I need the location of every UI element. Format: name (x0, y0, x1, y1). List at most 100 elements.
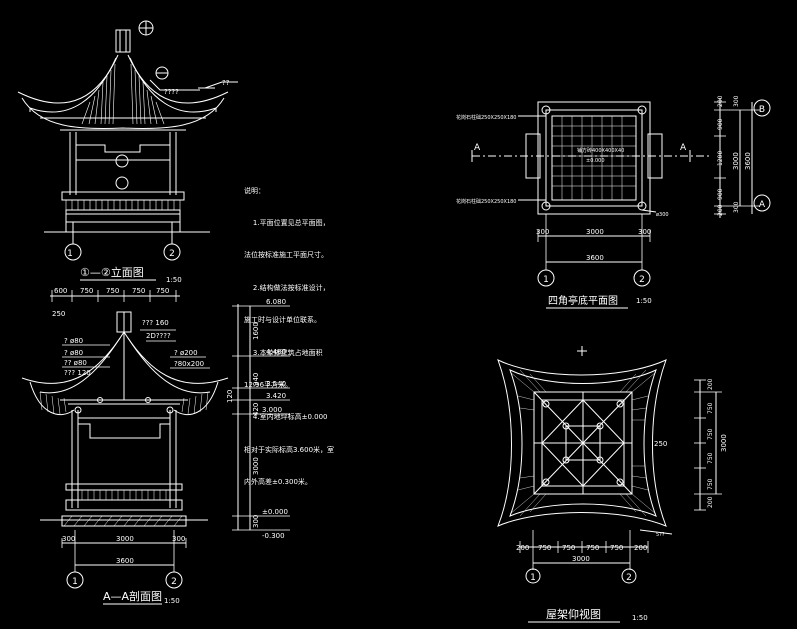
sec-dim-top-2: 750 (80, 287, 93, 295)
sec-callout-6: 2D???? (146, 332, 171, 340)
roof-axis-2: 2 (626, 573, 632, 583)
sec-callout-5: ??? 160 (142, 319, 169, 327)
sec-dim-bottom-4: 3600 (116, 557, 134, 565)
sec-level-7: -0.300 (262, 532, 285, 540)
note-line: 4.室内地坪标高±0.000 (244, 413, 328, 422)
elevation-drawing (17, 20, 238, 261)
sec-dim-top-3: 750 (106, 287, 119, 295)
sec-level-4: 3.420 (266, 392, 286, 400)
roof-dim-right-4: 750 (707, 452, 714, 464)
elev-axis-2: 2 (169, 249, 175, 259)
plan-dim-right-8: 3000 (732, 152, 740, 170)
roof-dim-bottom-3: 750 (562, 544, 575, 552)
sec-side-dim-4: 420 (252, 403, 260, 416)
roof-scale: 1:50 (632, 614, 648, 622)
note-line: 内外高差±0.300米。 (244, 478, 312, 487)
note-line: 2.结构做法按标准设计， (244, 283, 330, 292)
plan-dim-right-9: 3600 (744, 152, 752, 170)
note-line: 施工时与设计单位联系。 (244, 316, 321, 325)
plan-bottom-note: 花岗石柱础250X250X180 (456, 198, 516, 205)
plan-dim-right-5: 900 (717, 188, 724, 200)
elev-axis-1: 1 (67, 249, 73, 259)
roof-dim-right-2: 750 (707, 402, 714, 414)
sec-level-3: 3.540 (266, 380, 286, 388)
roof-dim-bottom-4: 750 (586, 544, 599, 552)
roof-dim-right-6: 200 (707, 496, 714, 508)
note-line: 1.平面位置见总平面图， (244, 218, 330, 227)
sec-level-5: 3.000 (262, 406, 282, 414)
plan-scale: 1:50 (636, 297, 652, 305)
roof-dim-bottom-5: 750 (610, 544, 623, 552)
sec-side-dim-5: 3000 (252, 457, 260, 475)
plan-drawing (471, 98, 771, 287)
note-line: 12.96平方米。 (244, 380, 293, 389)
note-line: 相对于实际标高3.600米，室 (244, 445, 335, 454)
sec-callout-8: ?80x200 (174, 360, 204, 368)
elev-callout-1: ???? (164, 88, 179, 96)
sec-dim-bottom-1: 300 (62, 535, 75, 543)
roof-center-note: 250 (654, 440, 667, 448)
roof-drawing (497, 346, 722, 584)
plan-dim-bottom-1: 300 (536, 228, 549, 236)
roof-dim-right-5: 750 (707, 478, 714, 490)
plan-dim-bottom-3: 300 (638, 228, 651, 236)
section-title: A—A剖面图 (103, 589, 162, 603)
sec-dim-left: 250 (52, 310, 65, 318)
sec-dim-top-1: 600 (54, 287, 67, 295)
sec-axis-2: 2 (171, 577, 177, 587)
note-line: 法位按标准施工平面尺寸。 (244, 251, 328, 260)
sec-callout-7: ? ø200 (174, 349, 198, 357)
sec-dim-bottom-2: 3000 (116, 535, 134, 543)
roof-dim-right-7: 3000 (720, 434, 728, 452)
section-scale: 1:50 (164, 597, 180, 605)
plan-floor-note: 铺方砖400X400X40 (577, 147, 624, 154)
note-line: 说明： (244, 186, 265, 195)
plan-dim-right-1: 200 (717, 95, 724, 107)
sec-callout-2: ? ø80 (64, 349, 83, 357)
roof-dim-bottom-1: 200 (516, 544, 529, 552)
plan-dim-right-7: 200 (717, 204, 724, 216)
design-notes: 说明： 1.平面位置见总平面图， 法位按标准施工平面尺寸。 2.结构做法按标准设… (244, 164, 334, 499)
sec-callout-3: ?? ø80 (64, 359, 87, 367)
sec-dim-top-4: 750 (132, 287, 145, 295)
sec-dim-top-5: 750 (156, 287, 169, 295)
roof-title: 屋架仰视图 (546, 607, 601, 621)
roof-dim-bottom-6: 200 (634, 544, 647, 552)
plan-cut-right: A (680, 143, 687, 153)
plan-corner-note: ø300 (656, 212, 669, 218)
sec-side-dim-6: 300 (252, 515, 260, 528)
sec-level-1: 6.080 (266, 298, 286, 306)
sec-side-dim-2: 940 (252, 373, 260, 386)
plan-axis-1: 1 (543, 275, 549, 285)
sec-axis-1: 1 (72, 577, 78, 587)
plan-title: 四角亭底平面图 (548, 294, 618, 307)
roof-side-note: 5?? (656, 532, 665, 538)
elev-callout-2: ?? (222, 79, 230, 87)
sec-callout-1: ? ø80 (64, 337, 83, 345)
roof-dim-bottom-2: 750 (538, 544, 551, 552)
roof-dim-bottom-7: 3000 (572, 555, 590, 563)
note-line: 3.本单体建筑占地面积 (244, 348, 323, 357)
sec-side-dim-3: 120 (226, 390, 234, 403)
plan-dim-right-2: 300 (733, 95, 740, 107)
sec-level-6: ±0.000 (262, 508, 288, 516)
roof-axis-1: 1 (530, 573, 536, 583)
elevation-title: ①—②立面图 (80, 265, 144, 279)
plan-axis-2: 2 (639, 275, 645, 285)
plan-axis-b: B (759, 105, 765, 115)
sec-dim-bottom-3: 300 (172, 535, 185, 543)
sec-callout-4: ??? 120 (64, 369, 91, 377)
plan-axis-a: A (759, 200, 766, 210)
roof-dim-right-3: 750 (707, 428, 714, 440)
sec-level-2: 4.480 (266, 348, 286, 356)
plan-dim-right-3: 900 (717, 118, 724, 130)
elevation-scale: 1:50 (166, 276, 182, 284)
plan-dim-right-6: 300 (733, 201, 740, 213)
plan-dim-bottom-2: 3000 (586, 228, 604, 236)
roof-dim-right-1: 200 (707, 378, 714, 390)
sec-side-dim-1: 1600 (252, 322, 260, 340)
section-drawing (21, 290, 290, 589)
plan-top-note: 花岗石柱础250X250X180 (456, 114, 516, 121)
